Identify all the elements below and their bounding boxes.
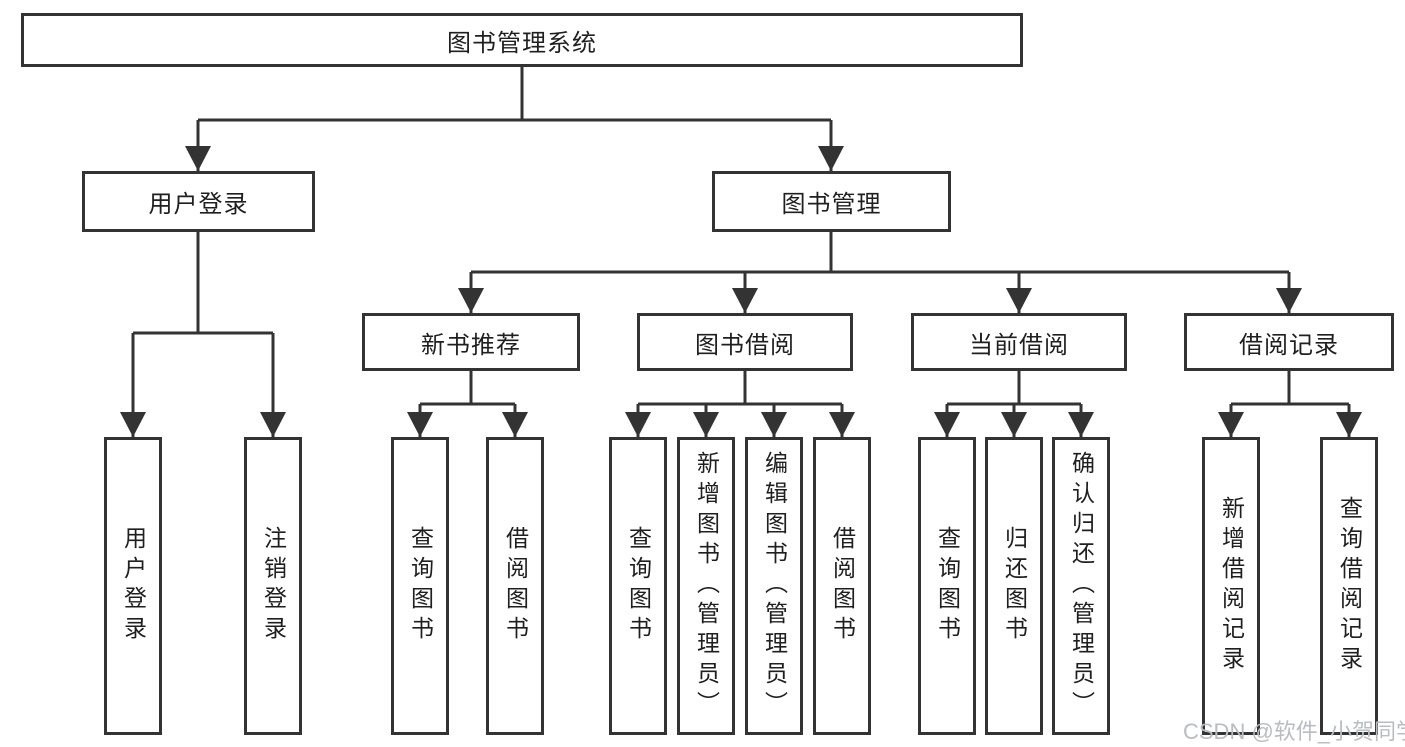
leaf-query-books-recommend: 查询图书 bbox=[391, 437, 449, 735]
leaf-user-login: 用户登录 bbox=[104, 437, 162, 735]
leaf-query-borrow-record: 查询借阅记录 bbox=[1320, 437, 1378, 735]
node-book-borrow: 图书借阅 bbox=[637, 313, 853, 371]
leaf-query-books-borrow: 查询图书 bbox=[609, 437, 667, 735]
csdn-watermark: CSDN @软件_小贺同学 bbox=[1183, 719, 1405, 744]
node-new-book-recommend: 新书推荐 bbox=[362, 313, 580, 371]
leaf-return-books: 归还图书 bbox=[985, 437, 1043, 735]
node-borrow-records: 借阅记录 bbox=[1184, 313, 1394, 371]
leaf-confirm-return-admin: 确认归还（管理员） bbox=[1052, 437, 1110, 735]
leaf-add-book-admin: 新增图书（管理员） bbox=[677, 437, 735, 735]
node-current-borrow: 当前借阅 bbox=[911, 313, 1127, 371]
node-book-management: 图书管理 bbox=[712, 171, 951, 232]
leaf-add-borrow-record: 新增借阅记录 bbox=[1202, 437, 1260, 735]
node-user-login: 用户登录 bbox=[82, 171, 315, 232]
node-root-system: 图书管理系统 bbox=[21, 13, 1023, 67]
leaf-borrow-books-recommend: 借阅图书 bbox=[486, 437, 544, 735]
leaf-edit-book-admin: 编辑图书（管理员） bbox=[745, 437, 803, 735]
leaf-query-books-current: 查询图书 bbox=[918, 437, 976, 735]
leaf-borrow-books: 借阅图书 bbox=[813, 437, 871, 735]
leaf-logout: 注销登录 bbox=[244, 437, 302, 735]
